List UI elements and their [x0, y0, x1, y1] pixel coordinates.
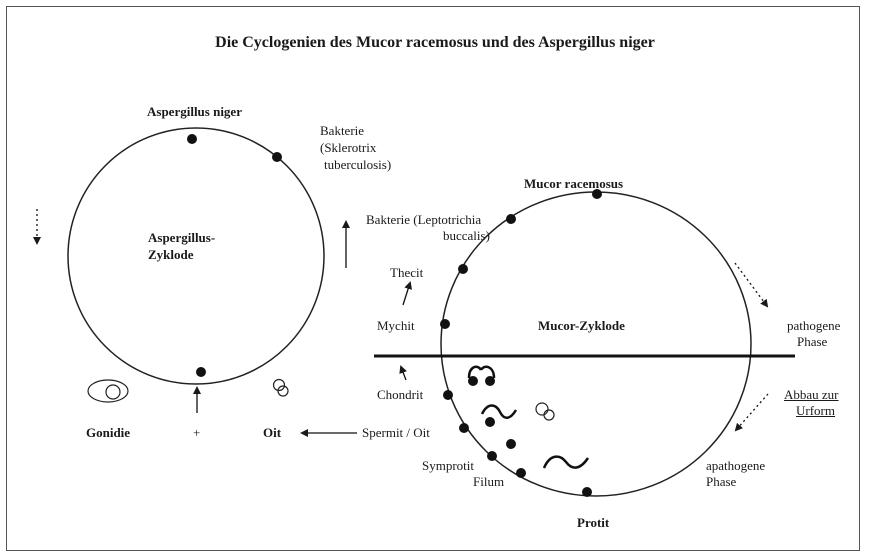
aspergillus-zyklode-line2: Zyklode — [148, 247, 194, 262]
filum-wave — [542, 455, 590, 469]
aspergillus-bakterie-line3: tuberculosis) — [324, 157, 392, 172]
abbau-urform-line2: Urform — [796, 403, 835, 418]
dot-mucor-mychit — [440, 319, 450, 329]
arrow-chondrit-up — [399, 365, 407, 381]
mucor-name: Mucor racemosus — [524, 176, 624, 191]
filum-label: Filum — [473, 474, 505, 489]
pathogene-phase-line1: pathogene — [787, 318, 841, 333]
arrow-mychit-thecit — [402, 281, 412, 306]
dot-aspergillus-bottom — [196, 367, 206, 377]
oit-spore-icon — [535, 402, 555, 421]
gonidie-icon — [87, 379, 129, 403]
chondrit-shape — [467, 365, 496, 386]
dot-mucor-symprotit — [487, 451, 497, 461]
apathogene-phase-line1: apathogene — [706, 458, 766, 473]
pathogene-phase-line2: Phase — [797, 334, 828, 349]
plus-sign: + — [193, 425, 201, 440]
aspergillus-cycle — [67, 127, 325, 385]
chondrit-label: Chondrit — [377, 387, 424, 402]
abbau-urform-line1: Abbau zur — [784, 387, 839, 402]
dot-mucor-filum — [516, 468, 526, 478]
mucor-bakterie-line2: buccalis) — [443, 228, 490, 243]
dot-mucor-chondrit — [443, 390, 453, 400]
dot-mucor-bakterie — [506, 214, 516, 224]
oit-label: Oit — [263, 425, 282, 440]
symprotit-label: Symprotit — [422, 458, 475, 473]
dot-aspergillus-top — [187, 134, 197, 144]
dot-mucor-inner-1 — [485, 417, 495, 427]
arrow-pathogene — [734, 262, 769, 308]
arrow-apathogene — [734, 393, 769, 432]
dot-mucor-inner-2 — [506, 439, 516, 449]
mychit-label: Mychit — [377, 318, 415, 333]
spermit-wave — [480, 404, 518, 419]
spermit-oit-label: Spermit / Oit — [362, 425, 430, 440]
dot-aspergillus-bakterie — [272, 152, 282, 162]
aspergillus-bakterie-line1: Bakterie — [320, 123, 365, 138]
mucor-bakterie-line1: Bakterie (Leptotrichia — [366, 212, 482, 227]
aspergillus-zyklode-line1: Aspergillus- — [148, 230, 216, 245]
dot-mucor-protit — [582, 487, 592, 497]
aspergillus-name: Aspergillus niger — [147, 104, 242, 119]
figure-frame — [6, 6, 860, 551]
dot-mucor-thecit — [458, 264, 468, 274]
thecit-label: Thecit — [390, 265, 424, 280]
diagram-title: Die Cyclogenien des Mucor racemosus und … — [215, 34, 655, 51]
dot-mucor-top — [592, 189, 602, 199]
dot-mucor-spermit — [459, 423, 469, 433]
aspergillus-bakterie-line2: (Sklerotrix — [320, 140, 377, 155]
mucor-zyklode: Mucor-Zyklode — [538, 318, 625, 333]
gonidie-label: Gonidie — [86, 425, 131, 440]
oit-icon — [272, 378, 289, 397]
protit-label: Protit — [577, 515, 610, 530]
apathogene-phase-line2: Phase — [706, 474, 737, 489]
